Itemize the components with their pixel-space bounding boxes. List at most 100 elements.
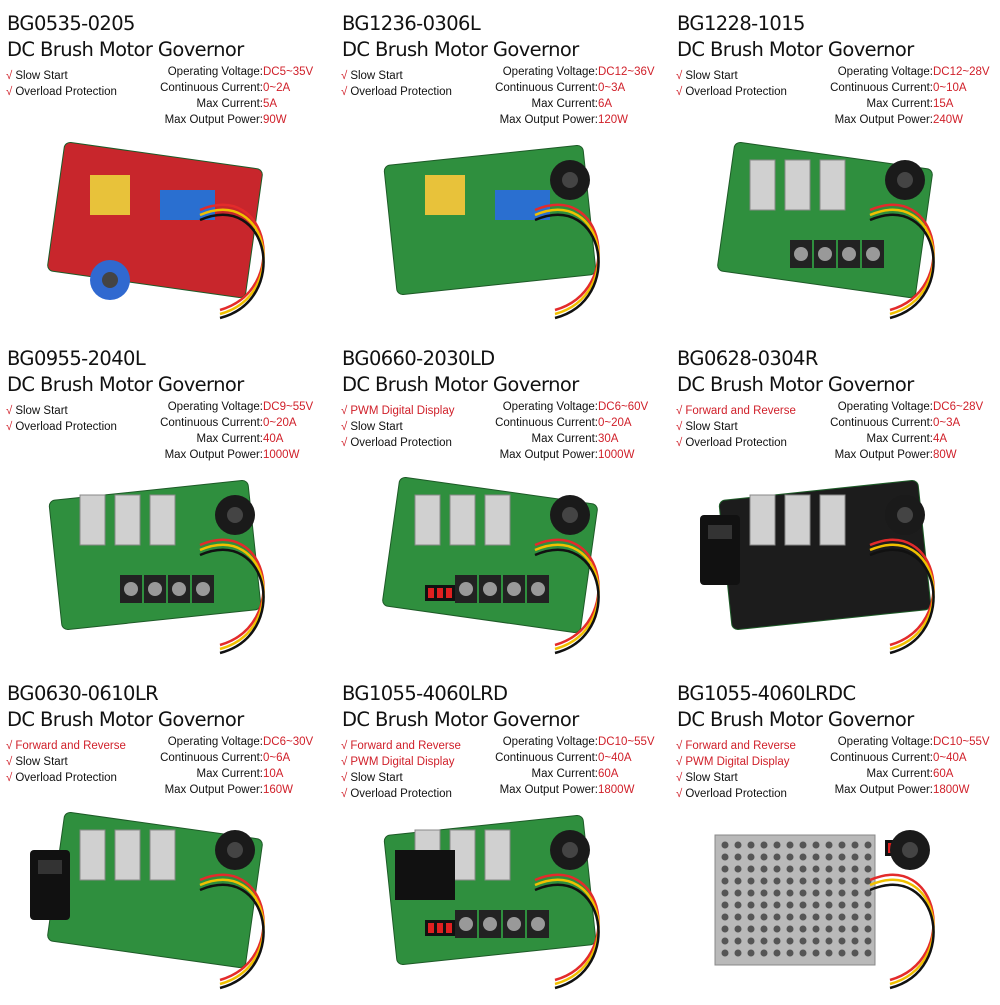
vent-hole (812, 865, 820, 873)
wire (869, 883, 935, 990)
heatsink (114, 494, 141, 546)
capacitor-block (90, 175, 130, 215)
vent-hole (721, 901, 729, 909)
vent-hole (773, 853, 781, 861)
spec-continuous: Continuous Current:0~6A (160, 750, 321, 766)
vent-hole (773, 841, 781, 849)
feature-list: √Slow Start√Overload Protection (676, 68, 787, 100)
vent-hole (851, 901, 859, 909)
spec-label: Max Output Power: (834, 114, 933, 126)
spec-label: Operating Voltage: (502, 736, 598, 748)
check-icon: √ (6, 86, 13, 98)
vent-hole (760, 937, 768, 945)
spec-label: Max Output Power: (834, 784, 933, 796)
spec-value: 30A (598, 433, 619, 445)
vent-hole (851, 913, 859, 921)
vent-hole (825, 949, 833, 957)
feature-item: √PWM Digital Display (676, 754, 796, 770)
spec-value: DC5~35V (263, 66, 314, 78)
feature-item: √Overload Protection (6, 84, 117, 100)
feature-list: √Forward and Reverse√PWM Digital Display… (676, 738, 796, 802)
vent-hole (760, 901, 768, 909)
vent-hole (760, 877, 768, 885)
spec-label: Max Output Power: (499, 114, 598, 126)
led-digit (428, 588, 434, 598)
vent-hole (734, 937, 742, 945)
feature-label: Slow Start (685, 70, 738, 82)
heatsink (784, 159, 811, 211)
vent-hole (838, 937, 846, 945)
vent-hole (812, 949, 820, 957)
heatsink (149, 494, 176, 546)
product-subtitle: DC Brush Motor Governor (7, 373, 244, 396)
feature-label: PWM Digital Display (350, 756, 455, 768)
vent-hole (812, 937, 820, 945)
spec-value: 4A (933, 433, 948, 445)
vent-hole (773, 925, 781, 933)
vent-hole (812, 841, 820, 849)
vent-hole (747, 865, 755, 873)
model-number: BG0660-2030LD (342, 347, 495, 370)
feature-label: PWM Digital Display (350, 405, 455, 417)
vent-hole (799, 937, 807, 945)
vent-hole (825, 901, 833, 909)
spec-label: Continuous Current: (495, 752, 598, 764)
product-subtitle: DC Brush Motor Governor (7, 708, 244, 731)
spec-max_current: Max Current:6A (495, 96, 656, 112)
heatsink (114, 829, 141, 881)
check-icon: √ (6, 756, 13, 768)
product-subtitle: DC Brush Motor Governor (7, 38, 244, 61)
spec-value: 60A (598, 768, 619, 780)
product-cell: BG1228-1015 DC Brush Motor Governor √Slo… (670, 0, 1000, 335)
product-cell: BG0630-0610LR DC Brush Motor Governor √F… (0, 670, 333, 1005)
vent-hole (786, 877, 794, 885)
vent-hole (799, 901, 807, 909)
feature-item: √Overload Protection (341, 84, 452, 100)
heatsink (819, 159, 846, 211)
spec-label: Operating Voltage: (837, 401, 933, 413)
spec-value: 1800W (598, 784, 635, 796)
vent-hole (864, 865, 872, 873)
product-cell: BG1055-4060LRDC DC Brush Motor Governor … (670, 670, 1000, 1005)
led-digit (446, 923, 452, 933)
knob-cap (902, 842, 918, 858)
check-icon: √ (676, 788, 683, 800)
vent-hole (838, 841, 846, 849)
spec-max_current: Max Current:30A (495, 431, 656, 447)
vent-hole (786, 949, 794, 957)
feature-item: √Slow Start (341, 68, 452, 84)
feature-item: √Slow Start (6, 403, 117, 419)
switch-rocker (38, 860, 62, 874)
feature-label: Slow Start (685, 421, 738, 433)
spec-label: Max Output Power: (164, 449, 263, 461)
spec-max_power: Max Output Power:80W (830, 447, 991, 463)
vent-hole (721, 877, 729, 885)
vent-hole (721, 937, 729, 945)
screw (531, 917, 545, 931)
screw (794, 247, 808, 261)
feature-item: √Slow Start (6, 754, 126, 770)
spec-continuous: Continuous Current:0~2A (160, 80, 321, 96)
vent-hole (760, 853, 768, 861)
spec-value: DC9~55V (263, 401, 314, 413)
vent-hole (760, 841, 768, 849)
spec-label: Max Current: (196, 768, 263, 780)
spec-value: 1800W (933, 784, 970, 796)
feature-label: Overload Protection (15, 421, 117, 433)
product-photo (700, 479, 935, 655)
wire (869, 213, 935, 320)
led-digit (437, 923, 443, 933)
vent-hole (851, 889, 859, 897)
spec-max_power: Max Output Power:90W (160, 112, 321, 128)
product-illustration (383, 814, 600, 990)
spec-voltage: Operating Voltage:DC6~60V (495, 399, 656, 415)
feature-item: √Forward and Reverse (676, 403, 796, 419)
spec-label: Max Output Power: (499, 784, 598, 796)
feature-label: Overload Protection (15, 86, 117, 98)
product-photo (382, 476, 600, 655)
vent-hole (786, 901, 794, 909)
vent-hole (799, 949, 807, 957)
spec-continuous: Continuous Current:0~40A (495, 750, 656, 766)
